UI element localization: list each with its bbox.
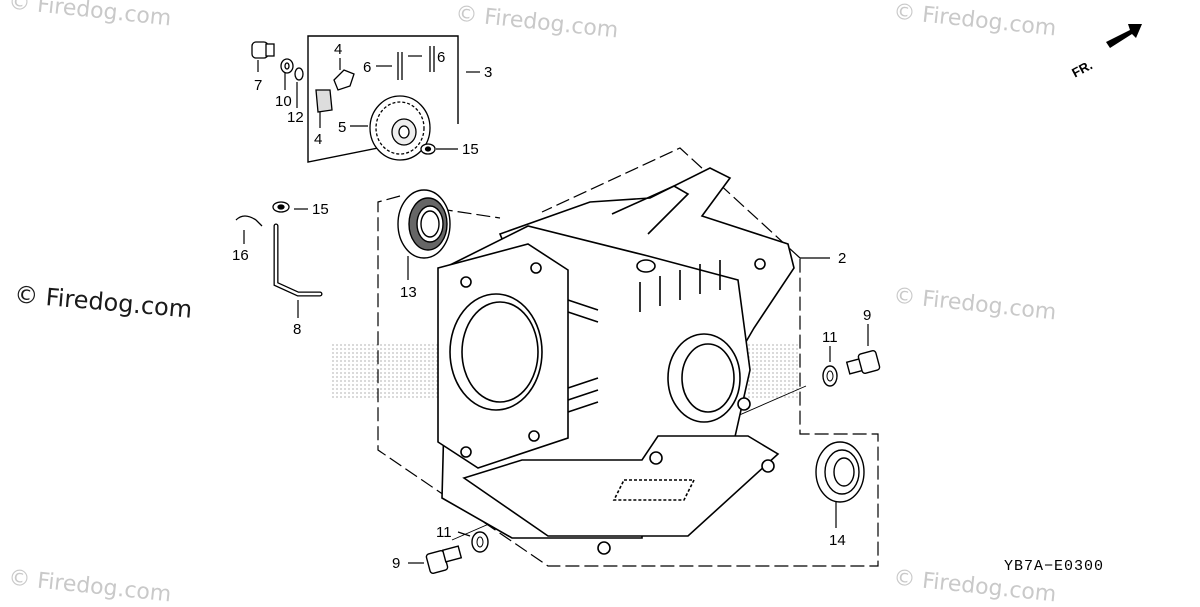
callout-12: 12 <box>287 109 304 126</box>
callout-16: 16 <box>232 247 249 264</box>
clip-part-12 <box>294 67 304 81</box>
callouts: 7 10 12 4 4 5 6 6 3 15 15 16 8 13 2 11 9… <box>232 41 871 572</box>
callout-13: 13 <box>400 284 417 301</box>
small-parts-kit <box>251 41 436 161</box>
callout-3: 3 <box>484 64 492 81</box>
oil-seal-part-14 <box>815 441 865 503</box>
callout-5: 5 <box>338 119 346 136</box>
callout-15-top: 15 <box>462 141 479 158</box>
pin-part-7 <box>251 41 275 59</box>
governor-gear-part-5 <box>369 95 431 161</box>
callout-7: 7 <box>254 77 262 94</box>
weight-part-4-upper <box>333 69 355 91</box>
callout-14: 14 <box>829 532 846 549</box>
washer-hole <box>284 62 290 70</box>
bearing-part-13 <box>397 189 451 259</box>
callout-11-bottom: 11 <box>436 524 452 541</box>
callout-4-lower: 4 <box>314 131 322 148</box>
callout-8: 8 <box>293 321 301 338</box>
callout-2: 2 <box>838 250 846 267</box>
front-label: FR. <box>1069 57 1095 80</box>
callout-11-right: 11 <box>822 329 838 346</box>
rod-part-8 <box>273 223 323 297</box>
front-direction-arrow: FR. <box>1069 24 1142 80</box>
callout-15-mid: 15 <box>312 201 329 218</box>
diagram-code: YB7A−E0300 <box>1003 558 1104 575</box>
callout-6-left: 6 <box>363 59 371 76</box>
callout-9-bottom: 9 <box>392 555 400 572</box>
bolt-part-9-right <box>845 349 881 375</box>
bolt-part-9-bottom <box>425 545 463 575</box>
callout-10: 10 <box>275 93 292 110</box>
callout-4-upper: 4 <box>334 41 342 58</box>
callout-9-right: 9 <box>863 307 871 324</box>
callout-6-right: 6 <box>437 49 445 66</box>
kit-bracket <box>307 35 459 163</box>
crankcase-part-2 <box>437 167 795 555</box>
clip-part-16 <box>235 215 263 227</box>
governor-arm-parts <box>235 201 323 297</box>
weight-part-4-lower <box>315 89 333 113</box>
